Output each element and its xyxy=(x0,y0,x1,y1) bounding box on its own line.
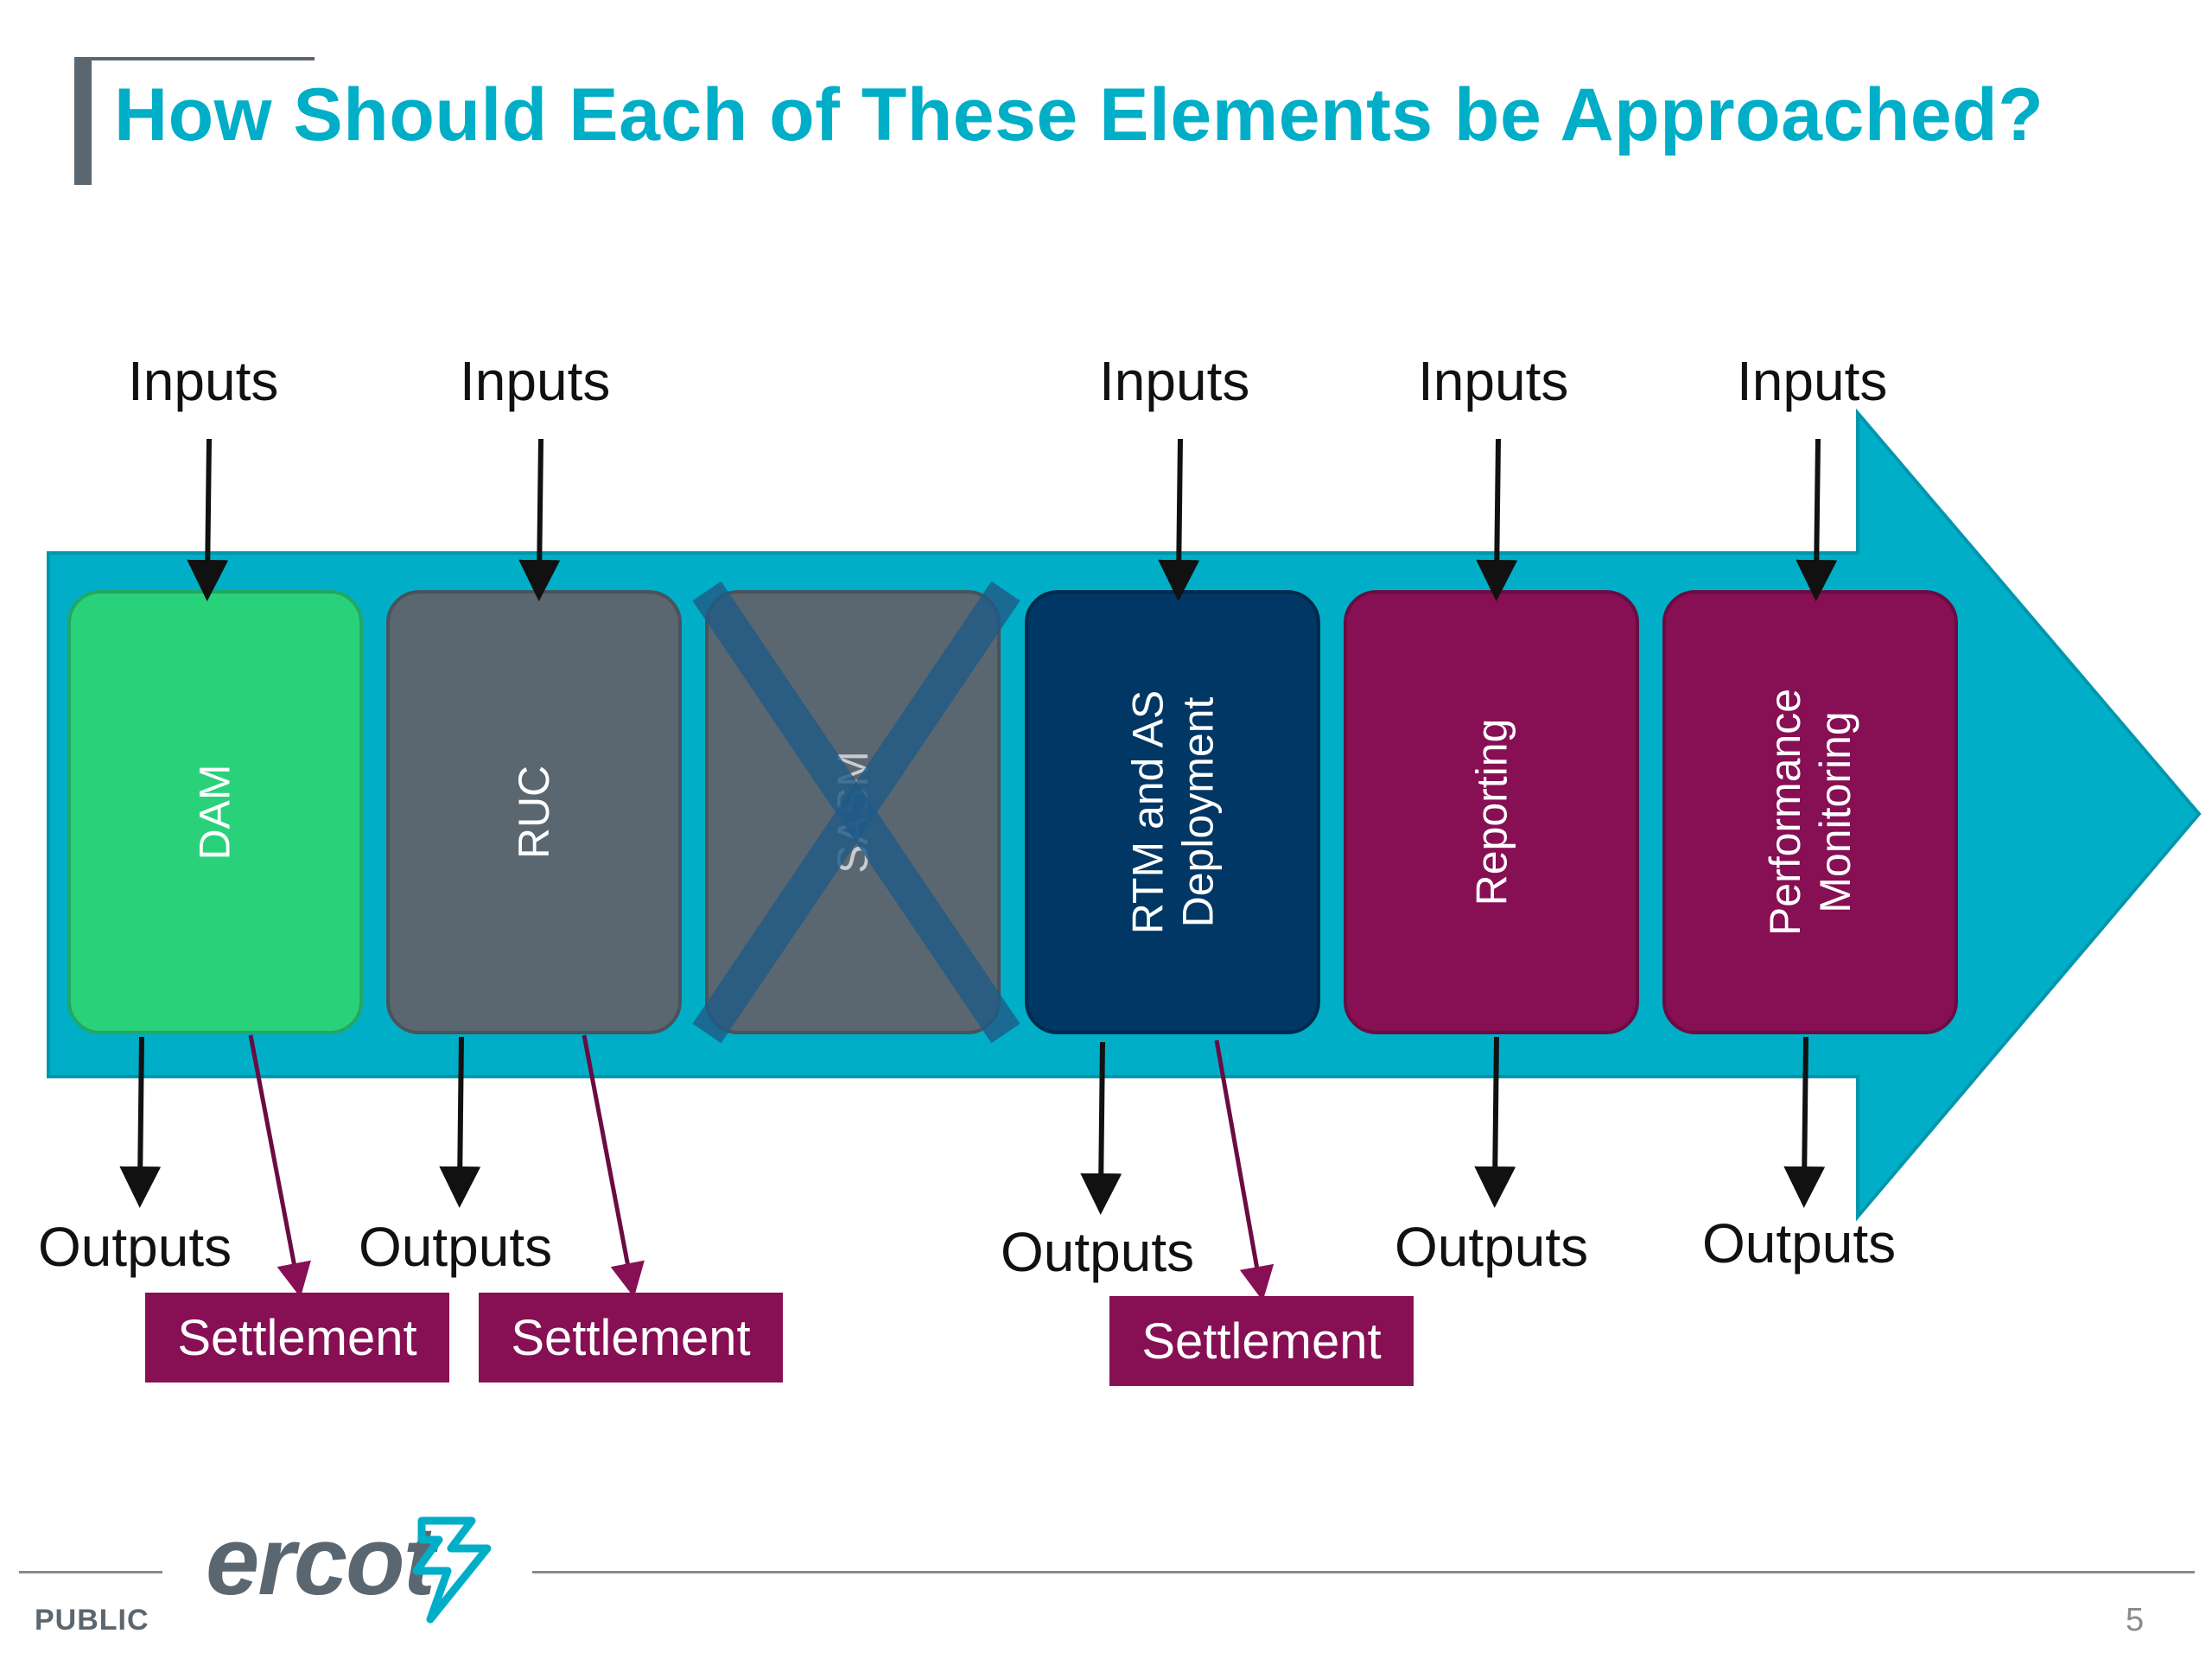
settlement-box-dam: Settlement xyxy=(145,1293,449,1382)
output-arrow-performance xyxy=(1783,1036,1826,1208)
outputs-label-reporting: Outputs xyxy=(1395,1216,1589,1278)
inputs-label-dam: Inputs xyxy=(128,350,279,412)
output-arrow-dam xyxy=(119,1036,162,1208)
inputs-label-reporting: Inputs xyxy=(1418,350,1569,412)
input-arrow-dam xyxy=(187,438,229,601)
outputs-label-ruc: Outputs xyxy=(359,1216,553,1278)
title-accent-bar xyxy=(74,57,92,185)
stage-rtm-as-deployment: RTM and AS Deployment xyxy=(1025,590,1320,1034)
page-number: 5 xyxy=(2126,1602,2145,1638)
classification-label: PUBLIC xyxy=(35,1604,149,1637)
outputs-label-rtm: Outputs xyxy=(1001,1221,1195,1283)
output-arrow-reporting xyxy=(1474,1036,1516,1208)
stage-performance-monitoring: Performance Monitoring xyxy=(1662,590,1958,1034)
stage-ruc: RUC xyxy=(386,590,682,1034)
settlement-arrow-rtm xyxy=(1214,1039,1274,1301)
footer-divider-left xyxy=(19,1571,162,1573)
settlement-box-ruc: Settlement xyxy=(479,1293,783,1382)
settlement-box-rtm: Settlement xyxy=(1109,1296,1414,1386)
stage-dam: DAM xyxy=(67,590,363,1034)
inputs-label-rtm: Inputs xyxy=(1099,350,1250,412)
ercot-logo-mark-icon xyxy=(412,1516,492,1624)
stage-reporting: Reporting xyxy=(1344,590,1639,1034)
output-arrow-rtm xyxy=(1080,1041,1122,1215)
settlement-arrow-ruc xyxy=(582,1034,645,1298)
inputs-label-ruc: Inputs xyxy=(460,350,611,412)
sasm-cross-line-2 xyxy=(692,581,1020,1044)
input-arrow-reporting xyxy=(1476,438,1518,601)
slide-title: How Should Each of These Elements be App… xyxy=(114,73,2044,156)
inputs-label-performance: Inputs xyxy=(1737,350,1888,412)
ercot-logo: ercot xyxy=(206,1507,435,1615)
input-arrow-ruc xyxy=(518,438,561,601)
output-arrow-ruc xyxy=(439,1036,481,1208)
settlement-arrow-dam xyxy=(248,1034,311,1298)
footer-divider-right xyxy=(532,1571,2195,1573)
title-accent-line xyxy=(74,57,315,60)
input-arrow-performance xyxy=(1796,438,1838,601)
input-arrow-rtm xyxy=(1158,438,1200,601)
outputs-label-performance: Outputs xyxy=(1702,1212,1897,1274)
outputs-label-dam: Outputs xyxy=(38,1216,232,1278)
